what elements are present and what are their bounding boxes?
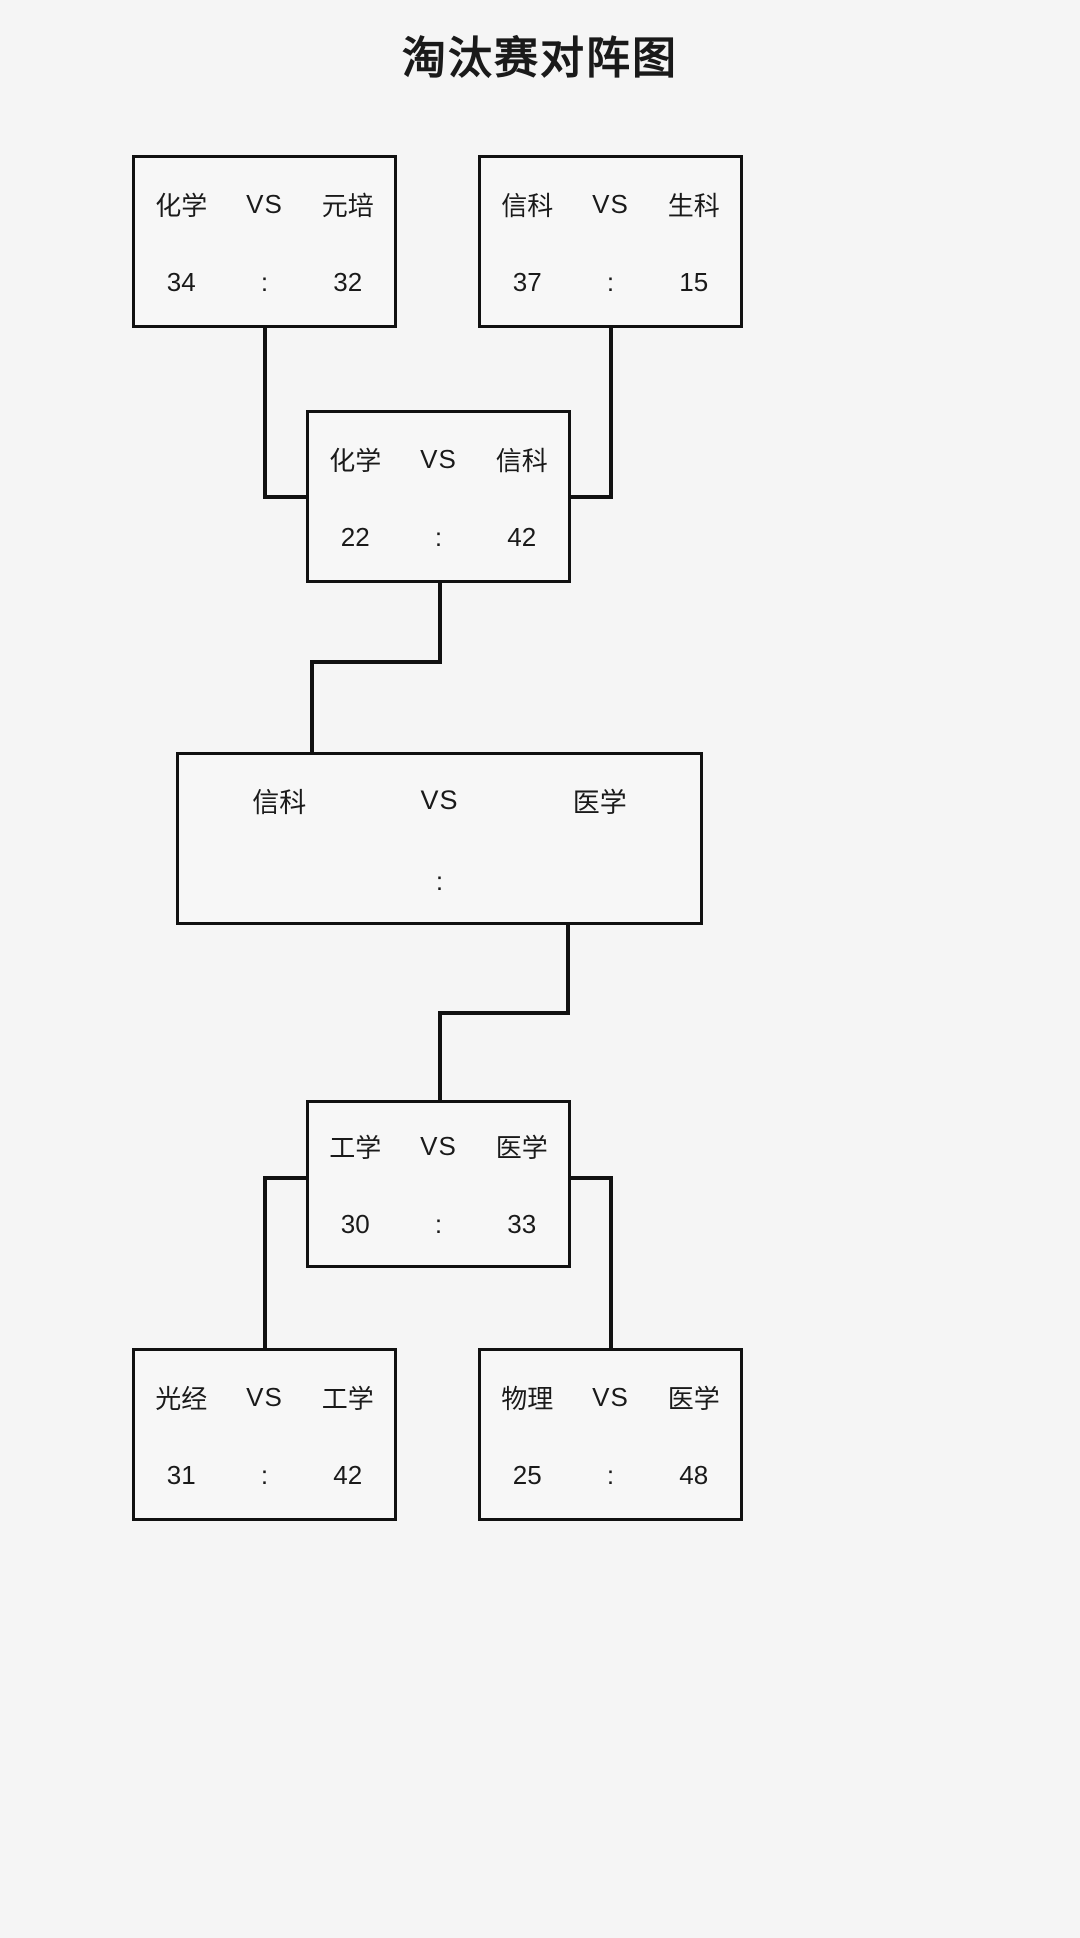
team-left-name: 工学 bbox=[329, 1133, 382, 1163]
match-teams-row: 化学 VS 元培 bbox=[135, 186, 394, 223]
match-box-qf4[interactable]: 物理 VS 医学 25 : 48 bbox=[478, 1348, 743, 1521]
connector-qf1-vertical bbox=[263, 327, 267, 499]
connector-qf4-vertical bbox=[609, 1176, 613, 1351]
match-box-qf3[interactable]: 光经 VS 工学 31 : 42 bbox=[132, 1348, 397, 1521]
connector-sf1-vertical-b bbox=[310, 660, 314, 755]
match-teams-row: 物理 VS 医学 bbox=[481, 1379, 740, 1416]
vs-label: VS bbox=[246, 188, 283, 219]
match-box-sf1[interactable]: 化学 VS 信科 22 : 42 bbox=[306, 410, 571, 583]
score-left: 34 bbox=[166, 266, 196, 297]
connector-qf2-vertical bbox=[609, 327, 613, 499]
team-left-name: 信科 bbox=[501, 190, 554, 221]
team-right-name: 医学 bbox=[572, 787, 627, 818]
vs-label: VS bbox=[420, 1131, 457, 1161]
match-score-row: : bbox=[179, 866, 700, 897]
connector-sf1-vertical-a bbox=[438, 583, 442, 663]
team-right-name: 生科 bbox=[667, 190, 720, 221]
score-separator: : bbox=[606, 266, 615, 297]
connector-final-horizontal bbox=[438, 1011, 570, 1015]
score-right: 42 bbox=[507, 521, 537, 552]
score-right: 15 bbox=[679, 266, 709, 297]
score-left: 30 bbox=[340, 1209, 370, 1239]
match-teams-row: 工学 VS 医学 bbox=[309, 1128, 568, 1165]
team-right-name: 医学 bbox=[495, 1133, 548, 1163]
match-box-qf2[interactable]: 信科 VS 生科 37 : 15 bbox=[478, 155, 743, 328]
score-left: 22 bbox=[340, 521, 370, 552]
connector-final-vertical-b bbox=[438, 1011, 442, 1103]
score-right: 33 bbox=[507, 1209, 537, 1239]
vs-label: VS bbox=[420, 784, 459, 815]
score-separator: : bbox=[260, 266, 269, 297]
match-score-row: 22 : 42 bbox=[309, 522, 568, 553]
match-score-row: 25 : 48 bbox=[481, 1460, 740, 1491]
score-separator: : bbox=[434, 1209, 443, 1239]
match-score-row: 34 : 32 bbox=[135, 267, 394, 298]
score-left: 37 bbox=[512, 266, 542, 297]
match-box-qf1[interactable]: 化学 VS 元培 34 : 32 bbox=[132, 155, 397, 328]
team-right-name: 信科 bbox=[495, 445, 548, 476]
match-box-sf2[interactable]: 工学 VS 医学 30 : 33 bbox=[306, 1100, 571, 1268]
team-left-name: 化学 bbox=[329, 445, 382, 476]
connector-qf3-vertical bbox=[263, 1176, 267, 1351]
connector-final-vertical-a bbox=[566, 924, 570, 1014]
connector-qf1-horizontal bbox=[263, 495, 310, 499]
score-separator: : bbox=[434, 521, 443, 552]
vs-label: VS bbox=[246, 1381, 283, 1412]
connector-sf1-horizontal bbox=[310, 660, 442, 664]
team-left-name: 物理 bbox=[501, 1383, 554, 1414]
team-left-name: 信科 bbox=[252, 787, 307, 818]
team-right-name: 工学 bbox=[321, 1383, 374, 1414]
match-teams-row: 光经 VS 工学 bbox=[135, 1379, 394, 1416]
match-score-row: 30 : 33 bbox=[309, 1209, 568, 1240]
score-separator: : bbox=[435, 865, 444, 896]
match-teams-row: 信科 VS 生科 bbox=[481, 186, 740, 223]
score-separator: : bbox=[260, 1459, 269, 1490]
match-teams-row: 信科 VS 医学 bbox=[179, 781, 700, 820]
match-score-row: 31 : 42 bbox=[135, 1460, 394, 1491]
connector-sf2-right-horizontal bbox=[566, 1176, 613, 1180]
match-score-row: 37 : 15 bbox=[481, 267, 740, 298]
score-left: 25 bbox=[512, 1459, 542, 1490]
match-box-final[interactable]: 信科 VS 医学 : bbox=[176, 752, 703, 925]
page-title: 淘汰赛对阵图 bbox=[402, 34, 678, 83]
team-right-name: 元培 bbox=[321, 190, 374, 221]
match-teams-row: 化学 VS 信科 bbox=[309, 441, 568, 478]
connector-qf2-horizontal bbox=[566, 495, 613, 499]
team-right-name: 医学 bbox=[667, 1383, 720, 1414]
score-right: 48 bbox=[679, 1459, 709, 1490]
score-separator: : bbox=[606, 1459, 615, 1490]
vs-label: VS bbox=[592, 188, 629, 219]
vs-label: VS bbox=[592, 1381, 629, 1412]
score-left: 31 bbox=[166, 1459, 196, 1490]
connector-sf2-left-horizontal bbox=[263, 1176, 310, 1180]
score-right: 32 bbox=[333, 266, 363, 297]
score-right: 42 bbox=[333, 1459, 363, 1490]
team-left-name: 光经 bbox=[155, 1383, 208, 1414]
team-left-name: 化学 bbox=[155, 190, 208, 221]
vs-label: VS bbox=[420, 443, 457, 474]
